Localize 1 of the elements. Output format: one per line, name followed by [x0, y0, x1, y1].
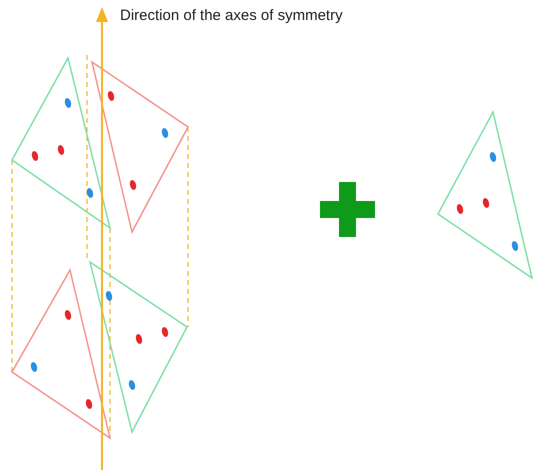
axis-label: Direction of the axes of symmetry — [120, 7, 343, 24]
